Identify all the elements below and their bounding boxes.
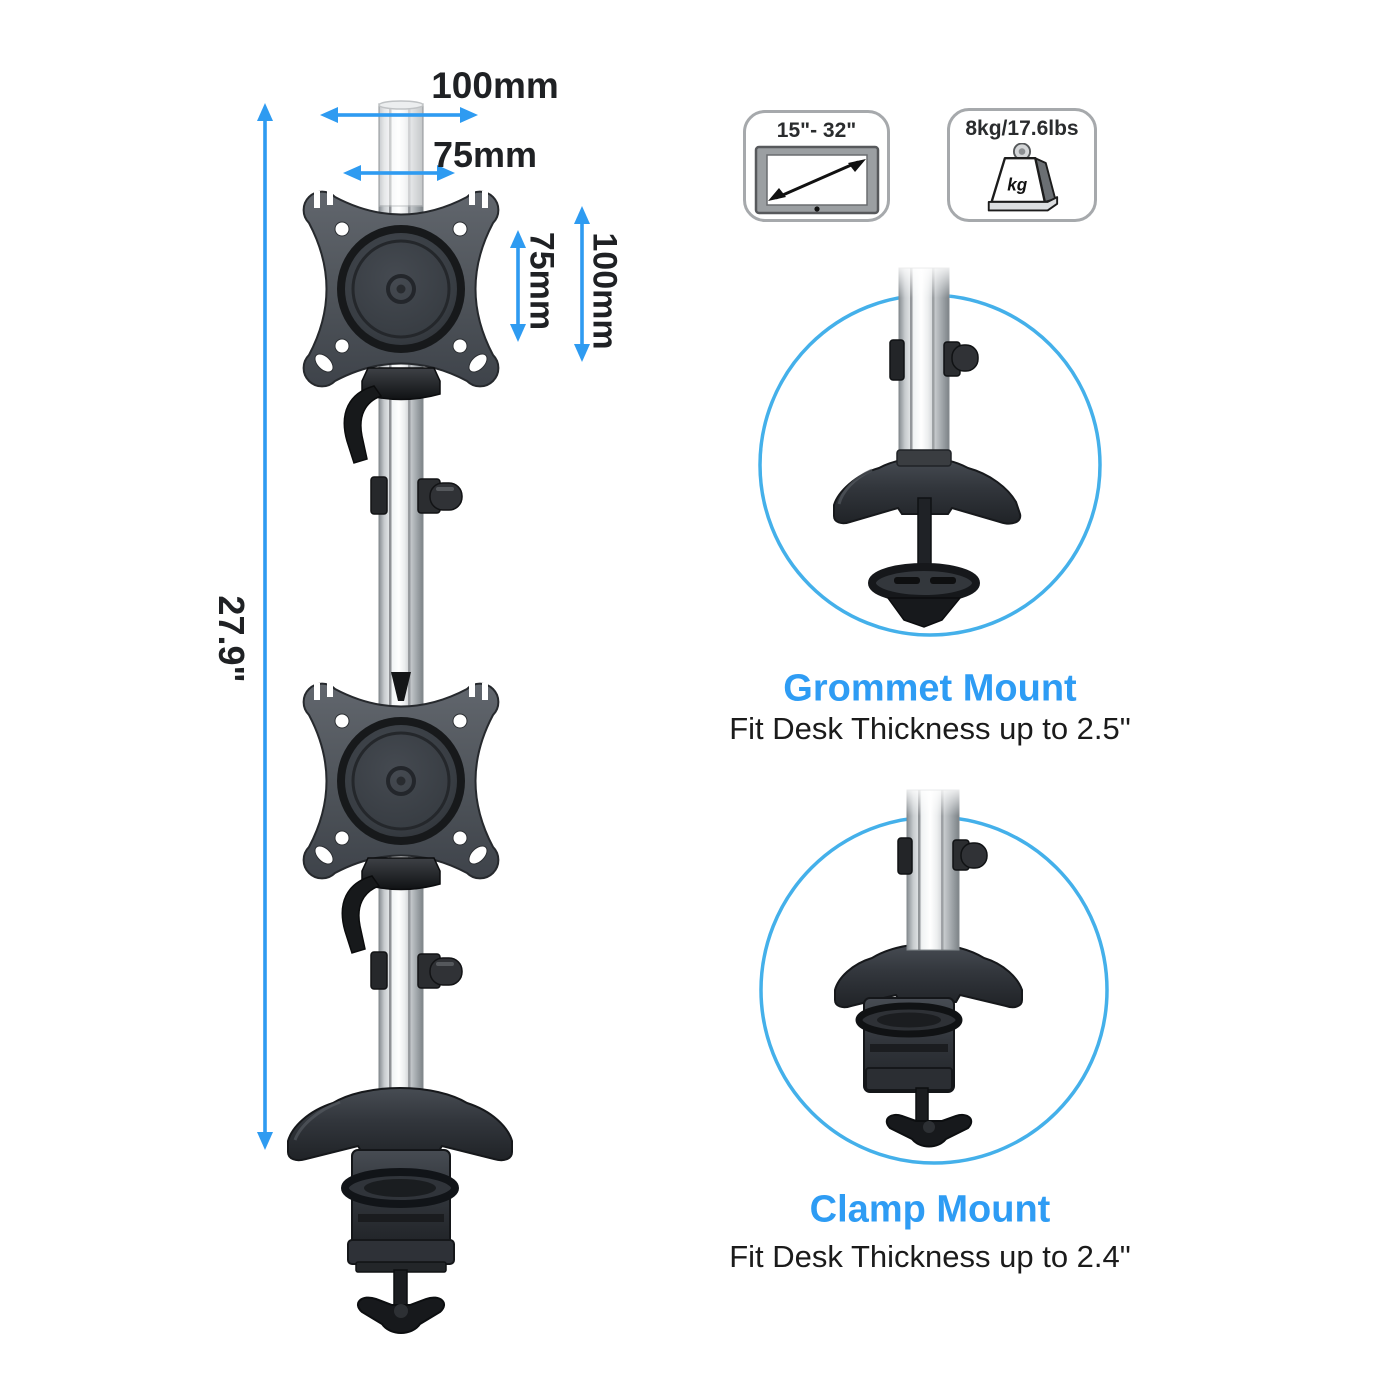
arm-connector-wedge: [391, 672, 411, 701]
tilt-lever-bottom: [341, 857, 441, 954]
clamp-pole: [897, 786, 988, 951]
label-vesa-width-75mm: 75mm: [432, 134, 538, 175]
clamp-mount-subtitle: Fit Desk Thickness up to 2.4": [729, 1239, 1131, 1274]
grommet-bracket: [886, 597, 962, 628]
pole-clamp-top: [370, 476, 463, 515]
desk-clamp-base: [287, 1086, 513, 1334]
label-vesa-width-100mm: 100mm: [431, 65, 559, 106]
grommet-washer: [868, 563, 980, 603]
grommet-mount-circle: [758, 264, 1102, 637]
grommet-mount-title: Grommet Mount: [783, 667, 1077, 710]
clamp-mount-title: Clamp Mount: [809, 1188, 1051, 1231]
arrow-75mm-height: [510, 230, 526, 342]
vesa-plate-bottom: [301, 678, 501, 881]
tilt-lever-top: [343, 367, 441, 464]
arrow-75mm-width: [343, 165, 455, 181]
monitor-diagonal-icon: [754, 145, 879, 215]
max-weight-label: 8kg/17.6lbs: [965, 117, 1079, 140]
arrow-total-height: [257, 103, 273, 1150]
dimension-arrows: [257, 103, 590, 1150]
label-total-height: 27.9": [211, 595, 252, 683]
main-product-illustration: [287, 100, 513, 1334]
vesa-plate-top: [301, 186, 501, 389]
weight-unit-text: kg: [1007, 176, 1028, 195]
grommet-mount-subtitle: Fit Desk Thickness up to 2.5": [729, 711, 1131, 746]
pole-clamp-bottom: [370, 951, 463, 990]
weight-icon: kg: [987, 143, 1059, 212]
label-vesa-height-100mm: 100mm: [585, 232, 624, 350]
max-weight-badge: 8kg/17.6lbs kg: [947, 108, 1097, 222]
clamp-mount-circle: [759, 786, 1109, 1165]
label-vesa-height-75mm: 75mm: [522, 231, 561, 331]
grommet-pole: [889, 264, 979, 467]
screen-size-label: 15"- 32": [776, 119, 857, 142]
arrow-100mm-height: [574, 206, 590, 362]
screen-size-badge: 15"- 32": [743, 110, 890, 222]
arrow-100mm-width: [320, 107, 478, 123]
